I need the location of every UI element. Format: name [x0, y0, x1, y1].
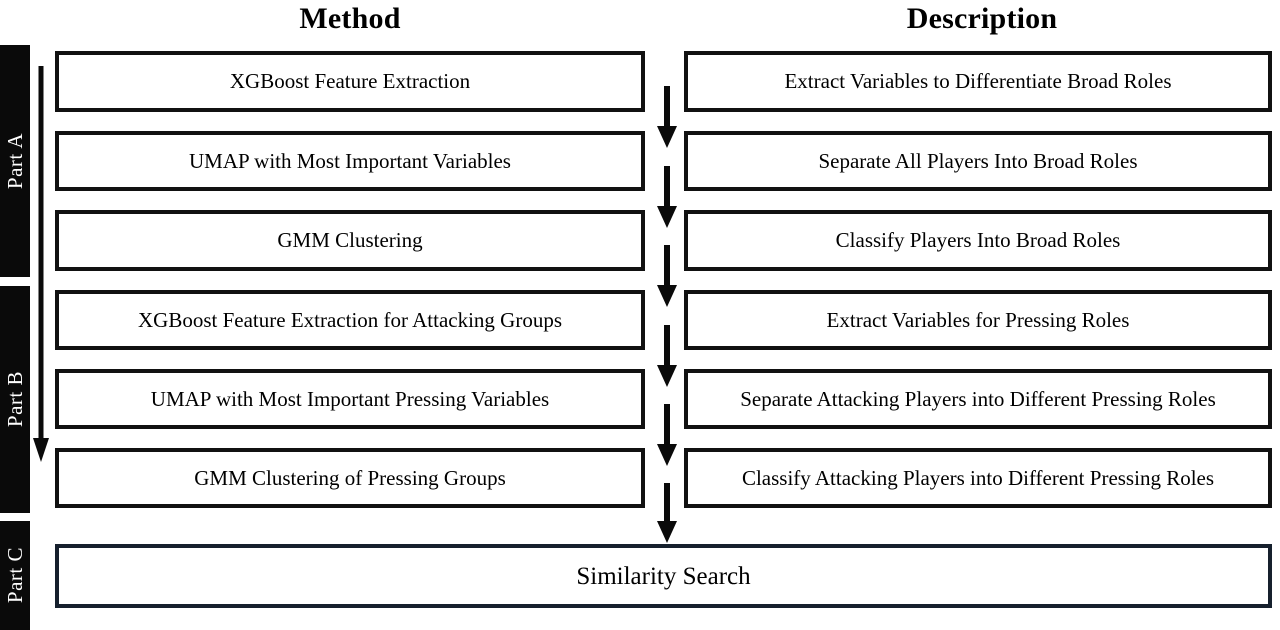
- part-bar-b: Part B: [0, 286, 30, 513]
- connector-down-arrow-icon-5: [655, 404, 679, 466]
- connector-down-arrow-icon-6: [655, 483, 679, 543]
- method-box-3[interactable]: GMM Clustering: [55, 210, 645, 271]
- description-box-1[interactable]: Extract Variables to Differentiate Broad…: [684, 51, 1272, 112]
- description-box-1-label: Extract Variables to Differentiate Broad…: [784, 69, 1172, 93]
- method-box-6-label: GMM Clustering of Pressing Groups: [194, 465, 506, 490]
- part-bar-c: Part C: [0, 521, 30, 630]
- method-box-4-label: XGBoost Feature Extraction for Attacking…: [138, 307, 562, 332]
- connector-down-arrow-icon-4: [655, 325, 679, 387]
- method-box-2[interactable]: UMAP with Most Important Variables: [55, 131, 645, 191]
- similarity-search-label: Similarity Search: [576, 562, 751, 590]
- method-box-4[interactable]: XGBoost Feature Extraction for Attacking…: [55, 290, 645, 350]
- method-box-5[interactable]: UMAP with Most Important Pressing Variab…: [55, 369, 645, 429]
- description-box-5-label: Separate Attacking Players into Differen…: [740, 386, 1216, 411]
- method-box-3-label: GMM Clustering: [277, 228, 423, 252]
- connector-down-arrow-icon-3: [655, 245, 679, 307]
- method-box-1[interactable]: XGBoost Feature Extraction: [55, 51, 645, 112]
- part-bar-b-label: Part B: [2, 371, 27, 428]
- method-box-5-label: UMAP with Most Important Pressing Variab…: [150, 386, 550, 411]
- part-bar-a: Part A: [0, 45, 30, 277]
- similarity-search-box[interactable]: Similarity Search: [55, 544, 1272, 608]
- description-box-4-label: Extract Variables for Pressing Roles: [826, 307, 1130, 332]
- description-box-5[interactable]: Separate Attacking Players into Differen…: [684, 369, 1272, 429]
- column-header-method: Method: [299, 2, 401, 35]
- part-bar-a-label: Part A: [2, 132, 27, 190]
- method-box-2-label: UMAP with Most Important Variables: [189, 148, 511, 173]
- description-box-6-label: Classify Attacking Players into Differen…: [741, 465, 1215, 490]
- description-box-4[interactable]: Extract Variables for Pressing Roles: [684, 290, 1272, 350]
- method-box-6[interactable]: GMM Clustering of Pressing Groups: [55, 448, 645, 508]
- description-box-3[interactable]: Classify Players Into Broad Roles: [684, 210, 1272, 271]
- description-box-3-label: Classify Players Into Broad Roles: [835, 228, 1121, 252]
- connector-down-arrow-icon-1: [655, 86, 679, 148]
- spine-down-arrow-icon: [33, 66, 49, 462]
- description-box-2[interactable]: Separate All Players Into Broad Roles: [684, 131, 1272, 191]
- part-bar-c-label: Part C: [2, 547, 27, 604]
- connector-down-arrow-icon-2: [655, 166, 679, 228]
- column-header-description: Description: [906, 2, 1058, 35]
- description-box-6[interactable]: Classify Attacking Players into Differen…: [684, 448, 1272, 508]
- description-box-2-label: Separate All Players Into Broad Roles: [818, 148, 1138, 173]
- method-box-1-label: XGBoost Feature Extraction: [229, 69, 471, 93]
